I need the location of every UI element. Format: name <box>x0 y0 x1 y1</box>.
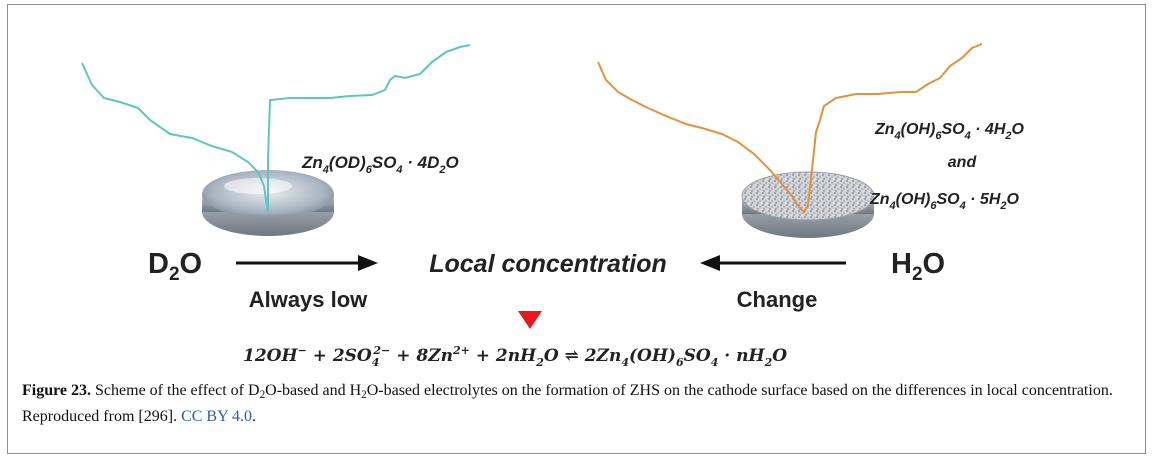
right-product-label-2: Zn4(OH)6SO4 · 5H2O <box>869 191 1020 212</box>
left-note: Always low <box>249 287 368 312</box>
connector-label: and <box>948 154 978 171</box>
center-label: Local concentration <box>429 250 667 278</box>
figure-frame <box>7 4 1146 454</box>
right-solvent-label: H2O <box>891 248 945 285</box>
down-triangle-marker <box>518 311 542 329</box>
right-product-label-1: Zn4(OH)6SO4 · 4H2O <box>874 121 1025 142</box>
figure-label: Figure 23. <box>22 382 92 399</box>
license-link[interactable]: CC BY 4.0 <box>181 407 253 425</box>
right-arrow <box>700 255 846 271</box>
left-arrow <box>236 255 378 271</box>
reaction-equation: 12OH− + 2SO42− + 8Zn2+ + 2nH2O ⇌ 2Zn4(OH… <box>243 344 787 369</box>
left-signal-curve <box>81 44 471 213</box>
left-product-label: Zn4(OD)6SO4 · 4D2O <box>301 153 459 176</box>
left-solvent-label: D2O <box>148 248 202 285</box>
right-signal-curve <box>597 43 983 214</box>
figure-caption: Figure 23. Scheme of the effect of D2O-b… <box>22 382 1113 425</box>
right-note: Change <box>737 287 818 312</box>
